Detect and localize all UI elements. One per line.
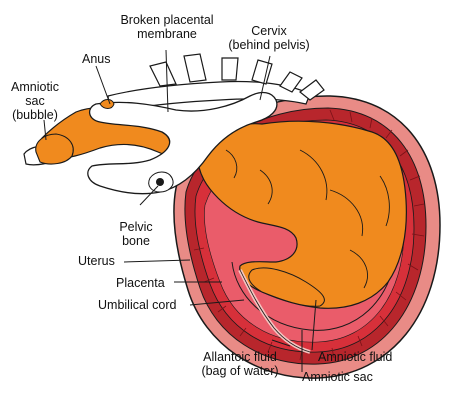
label-placenta: Placenta: [116, 276, 165, 290]
label-pelvic-bone: Pelvic bone: [119, 220, 153, 248]
umbilical-cord-outline: [239, 269, 311, 353]
amniotic-sac-bubble: [35, 133, 74, 165]
label-amniotic-fluid: Amniotic fluid: [318, 350, 393, 364]
pelvic-joint: [156, 178, 164, 186]
label-uterus: Uterus: [78, 254, 115, 268]
spine-vertebrae: [107, 53, 325, 113]
label-allantoic-fluid: Allantoic fluid (bag of water): [201, 350, 279, 378]
anus-marker: [99, 99, 115, 109]
label-anus: Anus: [82, 52, 111, 66]
label-broken-placental-membrane: Broken placental membrane: [120, 13, 214, 41]
leader-lines: [43, 49, 317, 372]
calf-detail-lines: [225, 149, 390, 289]
amniotic-sac-line: [231, 249, 397, 331]
uterus-wall-hatching: [193, 109, 425, 361]
label-amniotic-sac-bubble: Amniotic sac (bubble): [11, 80, 59, 122]
label-umbilical-cord: Umbilical cord: [98, 298, 177, 312]
label-cervix: Cervix (behind pelvis): [228, 24, 310, 52]
label-amniotic-sac: Amniotic sac: [302, 370, 373, 384]
calf-hind-leg: [248, 267, 325, 307]
